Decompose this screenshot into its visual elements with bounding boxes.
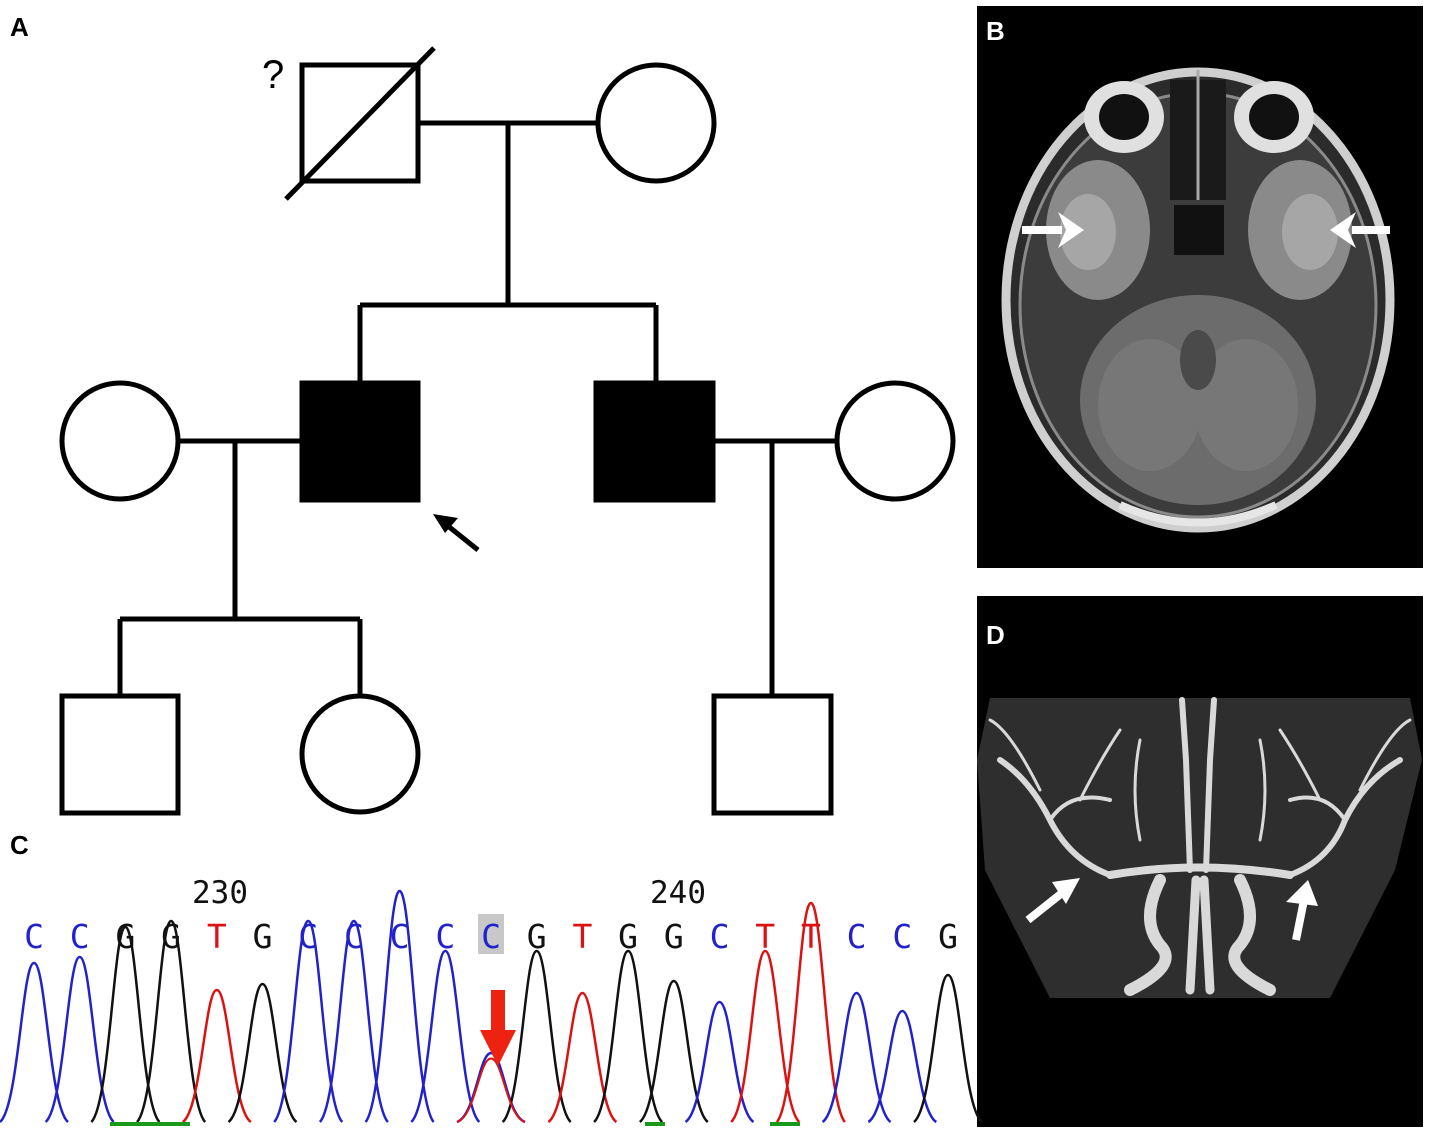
deceased-slash bbox=[284, 46, 436, 201]
base-call: C bbox=[892, 917, 912, 956]
base-call: T bbox=[801, 917, 821, 956]
pedigree-proband-affected bbox=[299, 380, 421, 503]
base-call: T bbox=[755, 917, 775, 956]
pedigree-chart bbox=[59, 46, 956, 816]
position-label-240: 240 bbox=[650, 875, 706, 911]
base-call: G bbox=[115, 917, 135, 956]
trace-peak bbox=[501, 949, 572, 1123]
pedigree-grandmother bbox=[595, 62, 717, 184]
base-call: G bbox=[161, 917, 181, 956]
trace-peak bbox=[821, 991, 892, 1124]
trace-peak bbox=[913, 973, 983, 1123]
trace-peak bbox=[136, 919, 207, 1123]
base-call: G bbox=[527, 917, 547, 956]
proband-arrow-icon bbox=[433, 514, 480, 552]
mra-arrow-right-icon bbox=[1286, 880, 1318, 941]
mri-arrow-right-icon bbox=[1330, 212, 1390, 248]
base-call: G bbox=[938, 917, 958, 956]
trace-peak bbox=[181, 988, 252, 1124]
highlighted-base-box bbox=[478, 914, 504, 954]
base-call: G bbox=[664, 917, 684, 956]
position-label-230: 230 bbox=[192, 875, 248, 911]
base-call: T bbox=[207, 917, 227, 956]
trace-peak bbox=[775, 901, 846, 1123]
base-call: G bbox=[253, 917, 273, 956]
base-call: T bbox=[572, 917, 592, 956]
pedigree-nephew bbox=[711, 693, 834, 816]
panel-letter-a: A bbox=[10, 12, 29, 42]
base-call: C bbox=[298, 917, 318, 956]
trace-peak bbox=[273, 919, 344, 1123]
trace-peak bbox=[684, 1000, 755, 1124]
chromatogram-trace bbox=[0, 889, 983, 1126]
trace-peak bbox=[318, 919, 389, 1123]
panel-letter-c: C bbox=[10, 830, 29, 860]
pedigree-daughter bbox=[299, 693, 421, 815]
base-call: C bbox=[481, 917, 501, 956]
panel-letter-b: B bbox=[986, 16, 1005, 46]
unknown-status-mark: ? bbox=[262, 53, 284, 97]
position-labels: 230 240 bbox=[192, 875, 706, 911]
mutation-arrow-icon bbox=[480, 990, 516, 1066]
mra-image bbox=[977, 596, 1423, 1127]
trace-peak bbox=[410, 949, 481, 1123]
base-call: C bbox=[344, 917, 364, 956]
base-call: C bbox=[70, 917, 90, 956]
base-call: C bbox=[390, 917, 410, 956]
pedigree-son bbox=[59, 693, 181, 816]
trace-peak bbox=[90, 925, 161, 1123]
base-call: C bbox=[710, 917, 730, 956]
trace-peak bbox=[227, 982, 298, 1124]
pedigree-brother-wife bbox=[834, 380, 956, 502]
base-call: G bbox=[618, 917, 638, 956]
trace-peak bbox=[730, 949, 801, 1123]
pedigree-proband-wife bbox=[59, 380, 181, 502]
trace-peak bbox=[638, 979, 709, 1123]
base-call: C bbox=[847, 917, 867, 956]
mri-arrow-left-icon bbox=[1022, 212, 1084, 248]
pedigree-brother-affected bbox=[593, 380, 716, 503]
mri-axial-image bbox=[977, 6, 1423, 568]
base-call: C bbox=[24, 917, 44, 956]
trace-peak bbox=[867, 1009, 938, 1124]
trace-peak bbox=[547, 991, 618, 1124]
base-call: C bbox=[435, 917, 455, 956]
trace-peak-secondary bbox=[456, 1057, 526, 1123]
trace-peak bbox=[0, 961, 69, 1123]
trace-peak bbox=[364, 889, 435, 1123]
trace-peak bbox=[44, 955, 115, 1123]
panel-letter-d: D bbox=[986, 620, 1005, 650]
trace-peak bbox=[593, 949, 664, 1123]
mra-arrow-left-icon bbox=[1025, 878, 1080, 924]
